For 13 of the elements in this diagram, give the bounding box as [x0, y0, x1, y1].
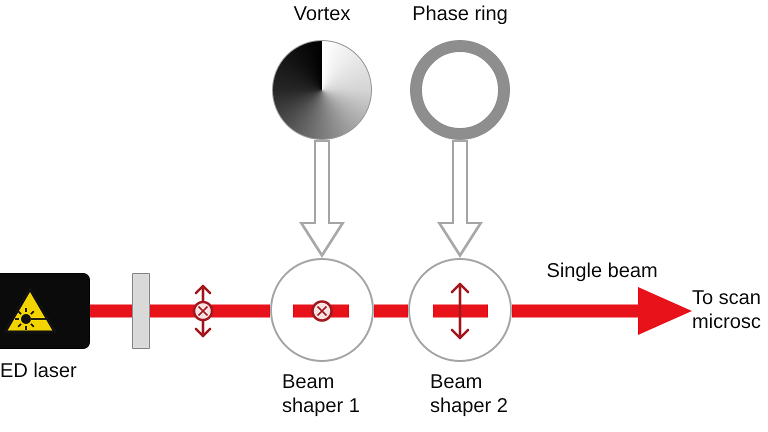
hollow-arrow [299, 140, 345, 258]
node-label: Beam shaper 1 [282, 370, 361, 418]
beam-line [374, 304, 408, 318]
optical-plate [132, 273, 150, 349]
node-label: Vortex [292, 2, 352, 27]
node-caption: ED laser [0, 359, 77, 383]
beam-line [150, 304, 270, 318]
node-label: Beam shaper 2 [430, 370, 509, 418]
destination-label: To scan microsc [692, 286, 768, 336]
beam-line [90, 304, 132, 318]
node-label: Phase ring [411, 2, 509, 27]
beam-line [512, 287, 692, 335]
hollow-arrow [437, 140, 483, 258]
